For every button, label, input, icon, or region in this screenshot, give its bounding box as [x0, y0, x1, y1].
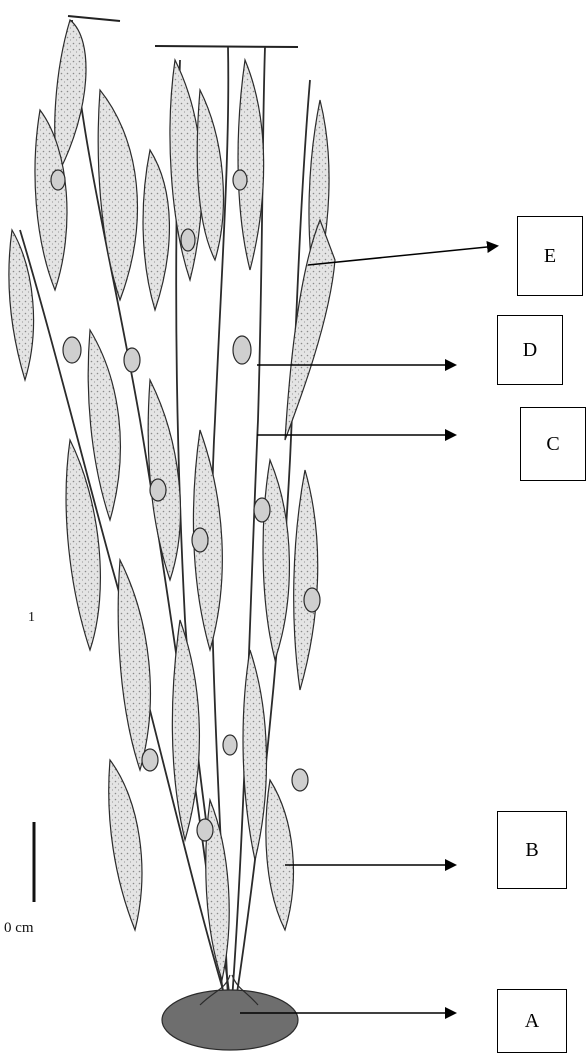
pointer-line-e: [308, 246, 497, 265]
label-box-d: D: [497, 315, 563, 385]
label-box-a: A: [497, 989, 567, 1053]
scale-bar-label: 0 cm: [4, 920, 34, 937]
label-box-b: B: [497, 811, 567, 889]
plate-number: 1: [28, 610, 35, 626]
top-cut-line-left: [68, 16, 120, 21]
label-box-e: E: [517, 216, 583, 296]
leaf-blades: [9, 20, 335, 980]
label-box-c: C: [520, 407, 586, 481]
top-cut-line-right: [155, 46, 298, 47]
